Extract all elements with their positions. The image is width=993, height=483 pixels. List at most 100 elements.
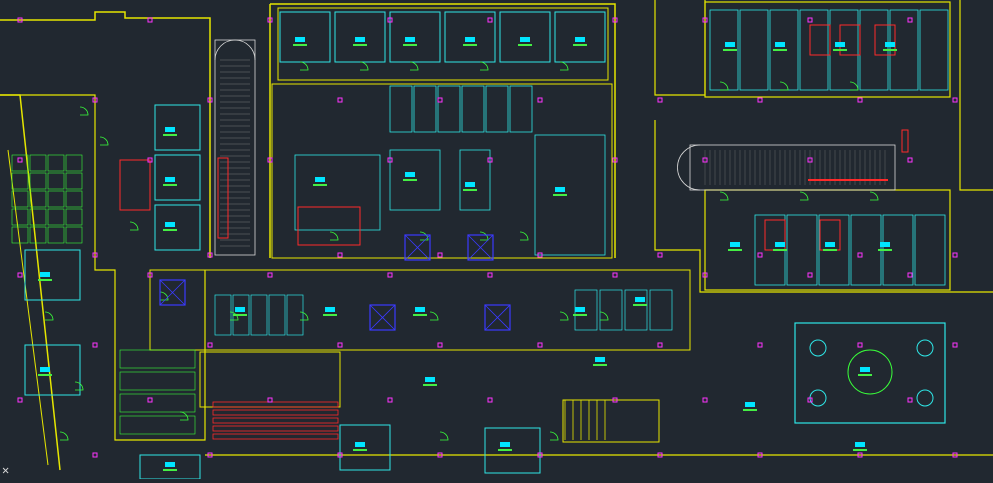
door-swing	[719, 81, 729, 91]
clinic-room	[509, 85, 533, 133]
door-swing	[519, 231, 529, 241]
room-tag-label	[573, 44, 587, 46]
lower-bay	[119, 393, 196, 413]
west-room-b	[154, 154, 201, 201]
door-swing	[549, 431, 559, 441]
grid-column-marker	[437, 342, 443, 348]
room-tag	[835, 42, 845, 47]
room-tag	[595, 357, 605, 362]
room-tag	[775, 242, 785, 247]
room-tag	[775, 42, 785, 47]
room-tag	[880, 242, 890, 247]
room-tag-label	[423, 384, 437, 386]
grid-column-marker	[807, 17, 813, 23]
corridor-room	[286, 294, 304, 336]
room-tag	[235, 307, 245, 312]
west-lower-wing-wall	[0, 94, 206, 441]
grid-column-marker	[807, 397, 813, 403]
room-tag	[40, 272, 50, 277]
east-corridor-arc	[677, 144, 701, 191]
parking-bay	[47, 226, 65, 244]
column-grid-layer	[17, 17, 958, 458]
grid-column-marker	[807, 157, 813, 163]
door-swing	[179, 411, 189, 421]
west-room-e	[24, 344, 81, 396]
room-tag	[825, 242, 835, 247]
parking-bay	[47, 154, 65, 172]
parking-bay	[11, 226, 29, 244]
room-tag	[555, 187, 565, 192]
grid-column-marker	[537, 252, 543, 258]
door-swing	[599, 311, 609, 321]
connector-corridor-wall	[149, 269, 691, 351]
grid-column-marker	[487, 157, 493, 163]
room-tag-label	[163, 469, 177, 471]
room-tag-label	[313, 184, 327, 186]
walls-layer	[0, 0, 993, 471]
east-ward-room-south	[914, 214, 946, 286]
room-tag	[465, 37, 475, 42]
door-swing	[849, 81, 859, 91]
clinic-room	[437, 85, 461, 133]
grid-column-marker	[387, 272, 393, 278]
grid-column-marker	[612, 397, 618, 403]
equipment-bed	[839, 24, 861, 56]
grid-column-marker	[92, 452, 98, 458]
door-swing	[719, 191, 729, 201]
room-tag	[730, 242, 740, 247]
room-tag-label	[353, 449, 367, 451]
door-swing	[559, 311, 569, 321]
grid-column-marker	[92, 252, 98, 258]
grid-column-marker	[857, 452, 863, 458]
grid-column-marker	[147, 272, 153, 278]
grid-column-marker	[17, 157, 23, 163]
room-tag	[465, 182, 475, 187]
door-swing	[299, 61, 309, 71]
room-tag	[165, 177, 175, 182]
room-tag	[295, 37, 305, 42]
grid-column-marker	[387, 17, 393, 23]
east-ward-room-north	[919, 9, 949, 91]
equipment-bed	[809, 24, 831, 56]
parking-bay	[65, 172, 83, 190]
room-tags-layer	[38, 37, 897, 471]
parking-bay	[65, 154, 83, 172]
door-swing	[99, 136, 109, 146]
room-tag	[575, 37, 585, 42]
west-room-a	[154, 104, 201, 151]
lower-bay	[119, 371, 196, 391]
room-tag-label	[233, 314, 247, 316]
door-swing	[59, 431, 69, 441]
grid-column-marker	[437, 252, 443, 258]
stair-elevator	[467, 234, 494, 261]
room-tag-label	[163, 134, 177, 136]
room-tag-label	[518, 44, 532, 46]
north-suite-room	[389, 11, 441, 63]
stair-cross	[369, 304, 396, 331]
parking-bay	[65, 226, 83, 244]
room-tag-label	[38, 374, 52, 376]
door-swing	[779, 81, 789, 91]
grid-column-marker	[612, 17, 618, 23]
clinic-room	[413, 85, 437, 133]
room-tag-label	[573, 314, 587, 316]
grid-column-marker	[907, 397, 913, 403]
parking-bay	[11, 208, 29, 226]
corridor-room	[214, 294, 232, 336]
room-tag-label	[853, 449, 867, 451]
grid-column-marker	[92, 97, 98, 103]
parking-bay	[65, 208, 83, 226]
grid-column-marker	[17, 17, 23, 23]
corridor-room	[268, 294, 286, 336]
stair-elevator	[404, 234, 431, 261]
grid-column-marker	[337, 342, 343, 348]
room-tag-label	[323, 314, 337, 316]
fixtures-layer	[11, 61, 879, 441]
parking-bay	[29, 172, 47, 190]
ucs-icon: ✕	[2, 463, 10, 477]
door-swing	[44, 311, 54, 321]
grid-column-marker	[757, 252, 763, 258]
west-corridor-track	[214, 39, 256, 256]
grid-column-marker	[952, 97, 958, 103]
